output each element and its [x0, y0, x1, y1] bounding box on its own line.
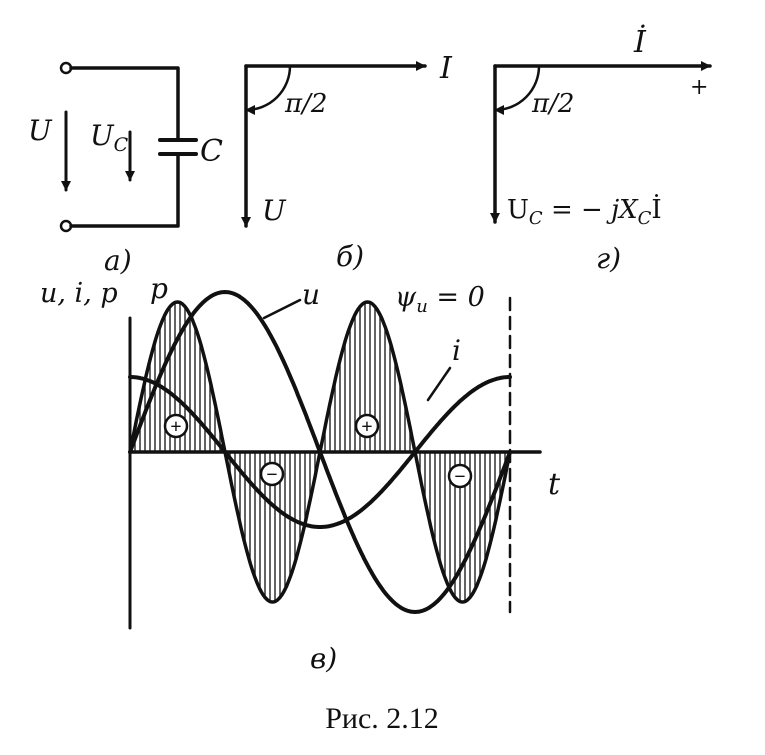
- caption-a: а): [104, 244, 132, 277]
- figure-caption: Рис. 2.12: [325, 702, 439, 735]
- u-label-leader: [262, 298, 302, 320]
- phasor-diagram-b: I π/2 U б): [241, 51, 453, 273]
- capacitor-voltage-equation: UC = − jXCİ: [507, 194, 662, 229]
- series-i-curve: [128, 375, 512, 529]
- caption-v: в): [310, 642, 337, 675]
- u-curve-label: u: [302, 278, 320, 311]
- phasor-diagram-g: İ + π/2 UC = − jXCİ г): [490, 24, 712, 275]
- svg-text:+: +: [361, 416, 372, 438]
- real-axis-plus: +: [690, 75, 708, 100]
- phase-label: ψu = 0: [395, 282, 485, 317]
- sign-marker-4: −: [447, 463, 473, 489]
- svg-text:−: −: [266, 464, 277, 486]
- circuit-diagram: U UC C а): [28, 61, 223, 277]
- sign-marker-2: −: [259, 461, 285, 487]
- angle-label: π/2: [284, 89, 327, 119]
- circuit-u-label: U: [28, 114, 53, 147]
- sign-marker-3: +: [354, 413, 380, 439]
- capacitor-label: C: [200, 134, 223, 169]
- circuit-wire-bottom: [69, 153, 180, 228]
- circuit-uc-label: UC: [90, 119, 129, 156]
- p-curve-label: p: [150, 272, 168, 305]
- i-label-leader: [426, 366, 452, 402]
- waveform-chart: + − + − u, i, p p u ψu = 0 i t в): [40, 272, 561, 675]
- sign-marker-1: +: [163, 413, 189, 439]
- voltage-label: U: [262, 194, 287, 227]
- current-label: I: [439, 51, 453, 86]
- svg-text:+: +: [170, 416, 181, 438]
- axis-label-uip: u, i, p: [40, 278, 118, 309]
- series-u-curve: [128, 290, 512, 614]
- time-axis-label: t: [548, 467, 561, 502]
- angle-arc: [244, 64, 292, 115]
- complex-angle-label: π/2: [531, 89, 574, 119]
- i-curve-label: i: [452, 334, 461, 367]
- complex-current-label: İ: [633, 24, 647, 60]
- caption-g: г): [596, 242, 621, 275]
- circuit-wire-top: [69, 66, 180, 140]
- caption-b: б): [336, 240, 364, 273]
- svg-text:−: −: [454, 466, 465, 488]
- complex-angle-arc: [493, 64, 541, 115]
